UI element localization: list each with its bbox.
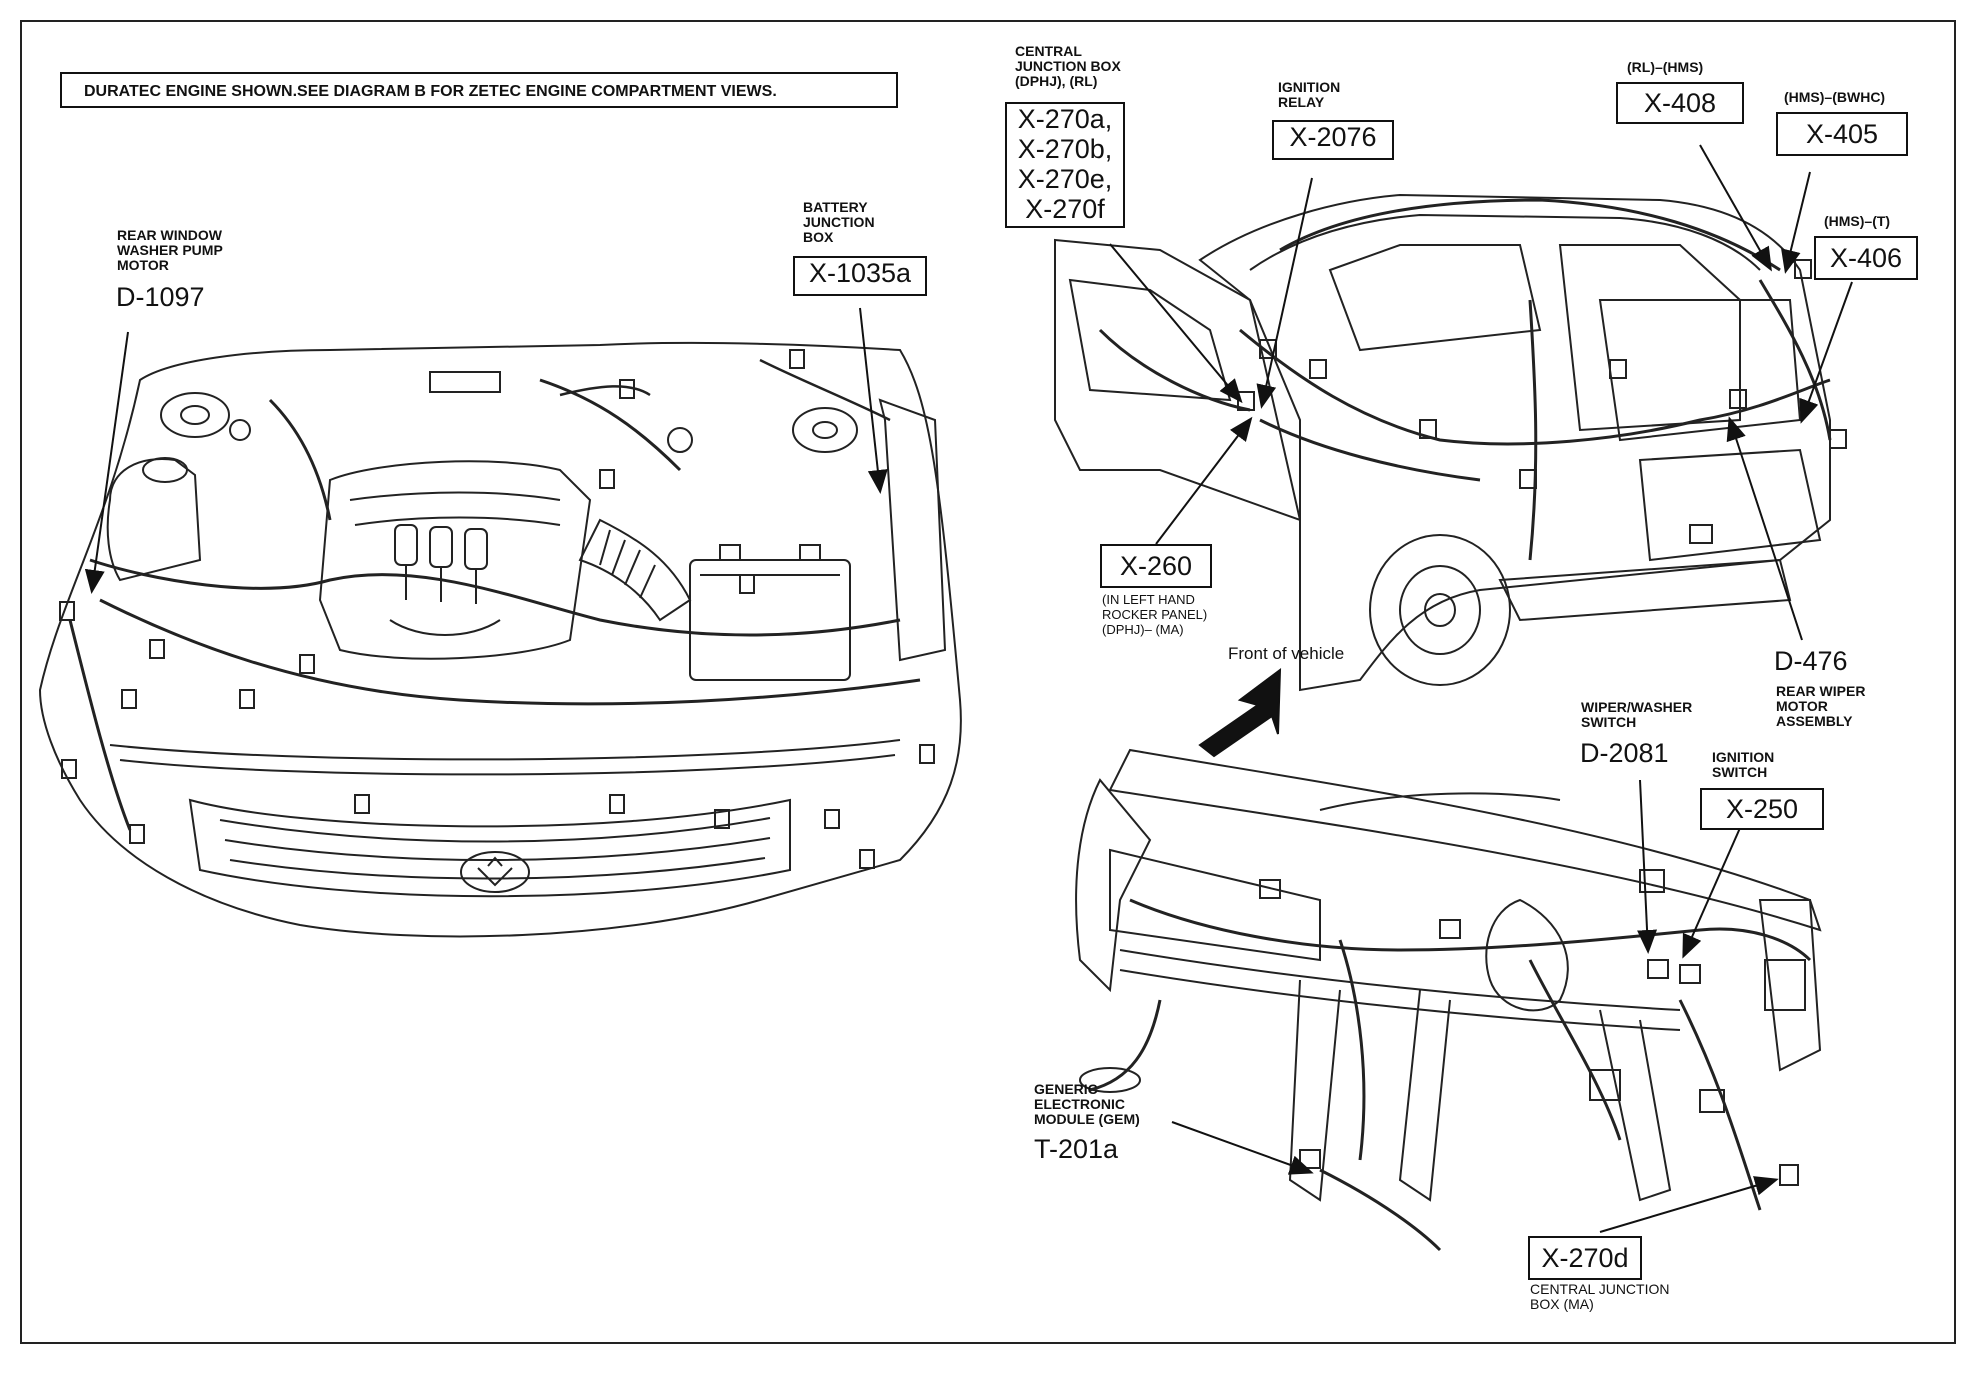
x408-description: (RL)–(HMS) — [1627, 59, 1704, 75]
ignition-relay-description: IGNITION RELAY — [1278, 79, 1341, 110]
ignition-relay-code: X-2076 — [1272, 120, 1394, 160]
vehicle-body-drawing — [1054, 193, 1847, 692]
leader-lines — [84, 144, 1853, 1233]
wiper-switch-code: D-2081 — [1580, 738, 1669, 768]
gem-description: GENERIC ELECTRONIC MODULE (GEM) — [1034, 1081, 1140, 1127]
rear-washer-description: REAR WINDOW WASHER PUMP MOTOR — [117, 227, 223, 273]
ignition-switch-code: X-250 — [1700, 788, 1824, 830]
x270d-code: X-270d — [1528, 1236, 1642, 1280]
diagram-frame — [20, 20, 1956, 1344]
wiper-switch-description: WIPER/WASHER SWITCH — [1581, 699, 1693, 730]
x260-code: X-260 — [1100, 544, 1212, 588]
ignition-switch-description: IGNITION SWITCH — [1712, 749, 1775, 780]
instrument-panel-drawing — [1075, 748, 1822, 1252]
engine-compartment-drawing — [38, 341, 962, 938]
x260-description: (IN LEFT HAND ROCKER PANEL) (DPHJ)– (MA) — [1102, 592, 1208, 637]
rear-wiper-code: D-476 — [1774, 646, 1848, 676]
front-of-vehicle-label: Front of vehicle — [1228, 644, 1345, 663]
rear-washer-code: D-1097 — [116, 282, 205, 312]
x405-description: (HMS)–(BWHC) — [1784, 89, 1886, 105]
x405-code: X-405 — [1776, 112, 1908, 156]
central-jb-description: CENTRAL JUNCTION BOX (DPHJ), (RL) — [1015, 43, 1121, 89]
rear-wiper-description: REAR WIPER MOTOR ASSEMBLY — [1776, 683, 1866, 729]
battery-jb-code: X-1035a — [793, 256, 927, 296]
x406-code: X-406 — [1814, 236, 1918, 280]
central-jb-codes: X-270a, X-270b, X-270e, X-270f — [1005, 102, 1125, 228]
direction-arrow — [1198, 667, 1282, 758]
battery-jb-description: BATTERY JUNCTION BOX — [803, 199, 875, 245]
x408-code: X-408 — [1616, 82, 1744, 124]
x406-description: (HMS)–(T) — [1824, 213, 1891, 229]
engine-notice: DURATEC ENGINE SHOWN.SEE DIAGRAM B FOR Z… — [60, 72, 898, 108]
gem-code: T-201a — [1034, 1134, 1119, 1164]
x270d-description: CENTRAL JUNCTION BOX (MA) — [1530, 1281, 1670, 1312]
